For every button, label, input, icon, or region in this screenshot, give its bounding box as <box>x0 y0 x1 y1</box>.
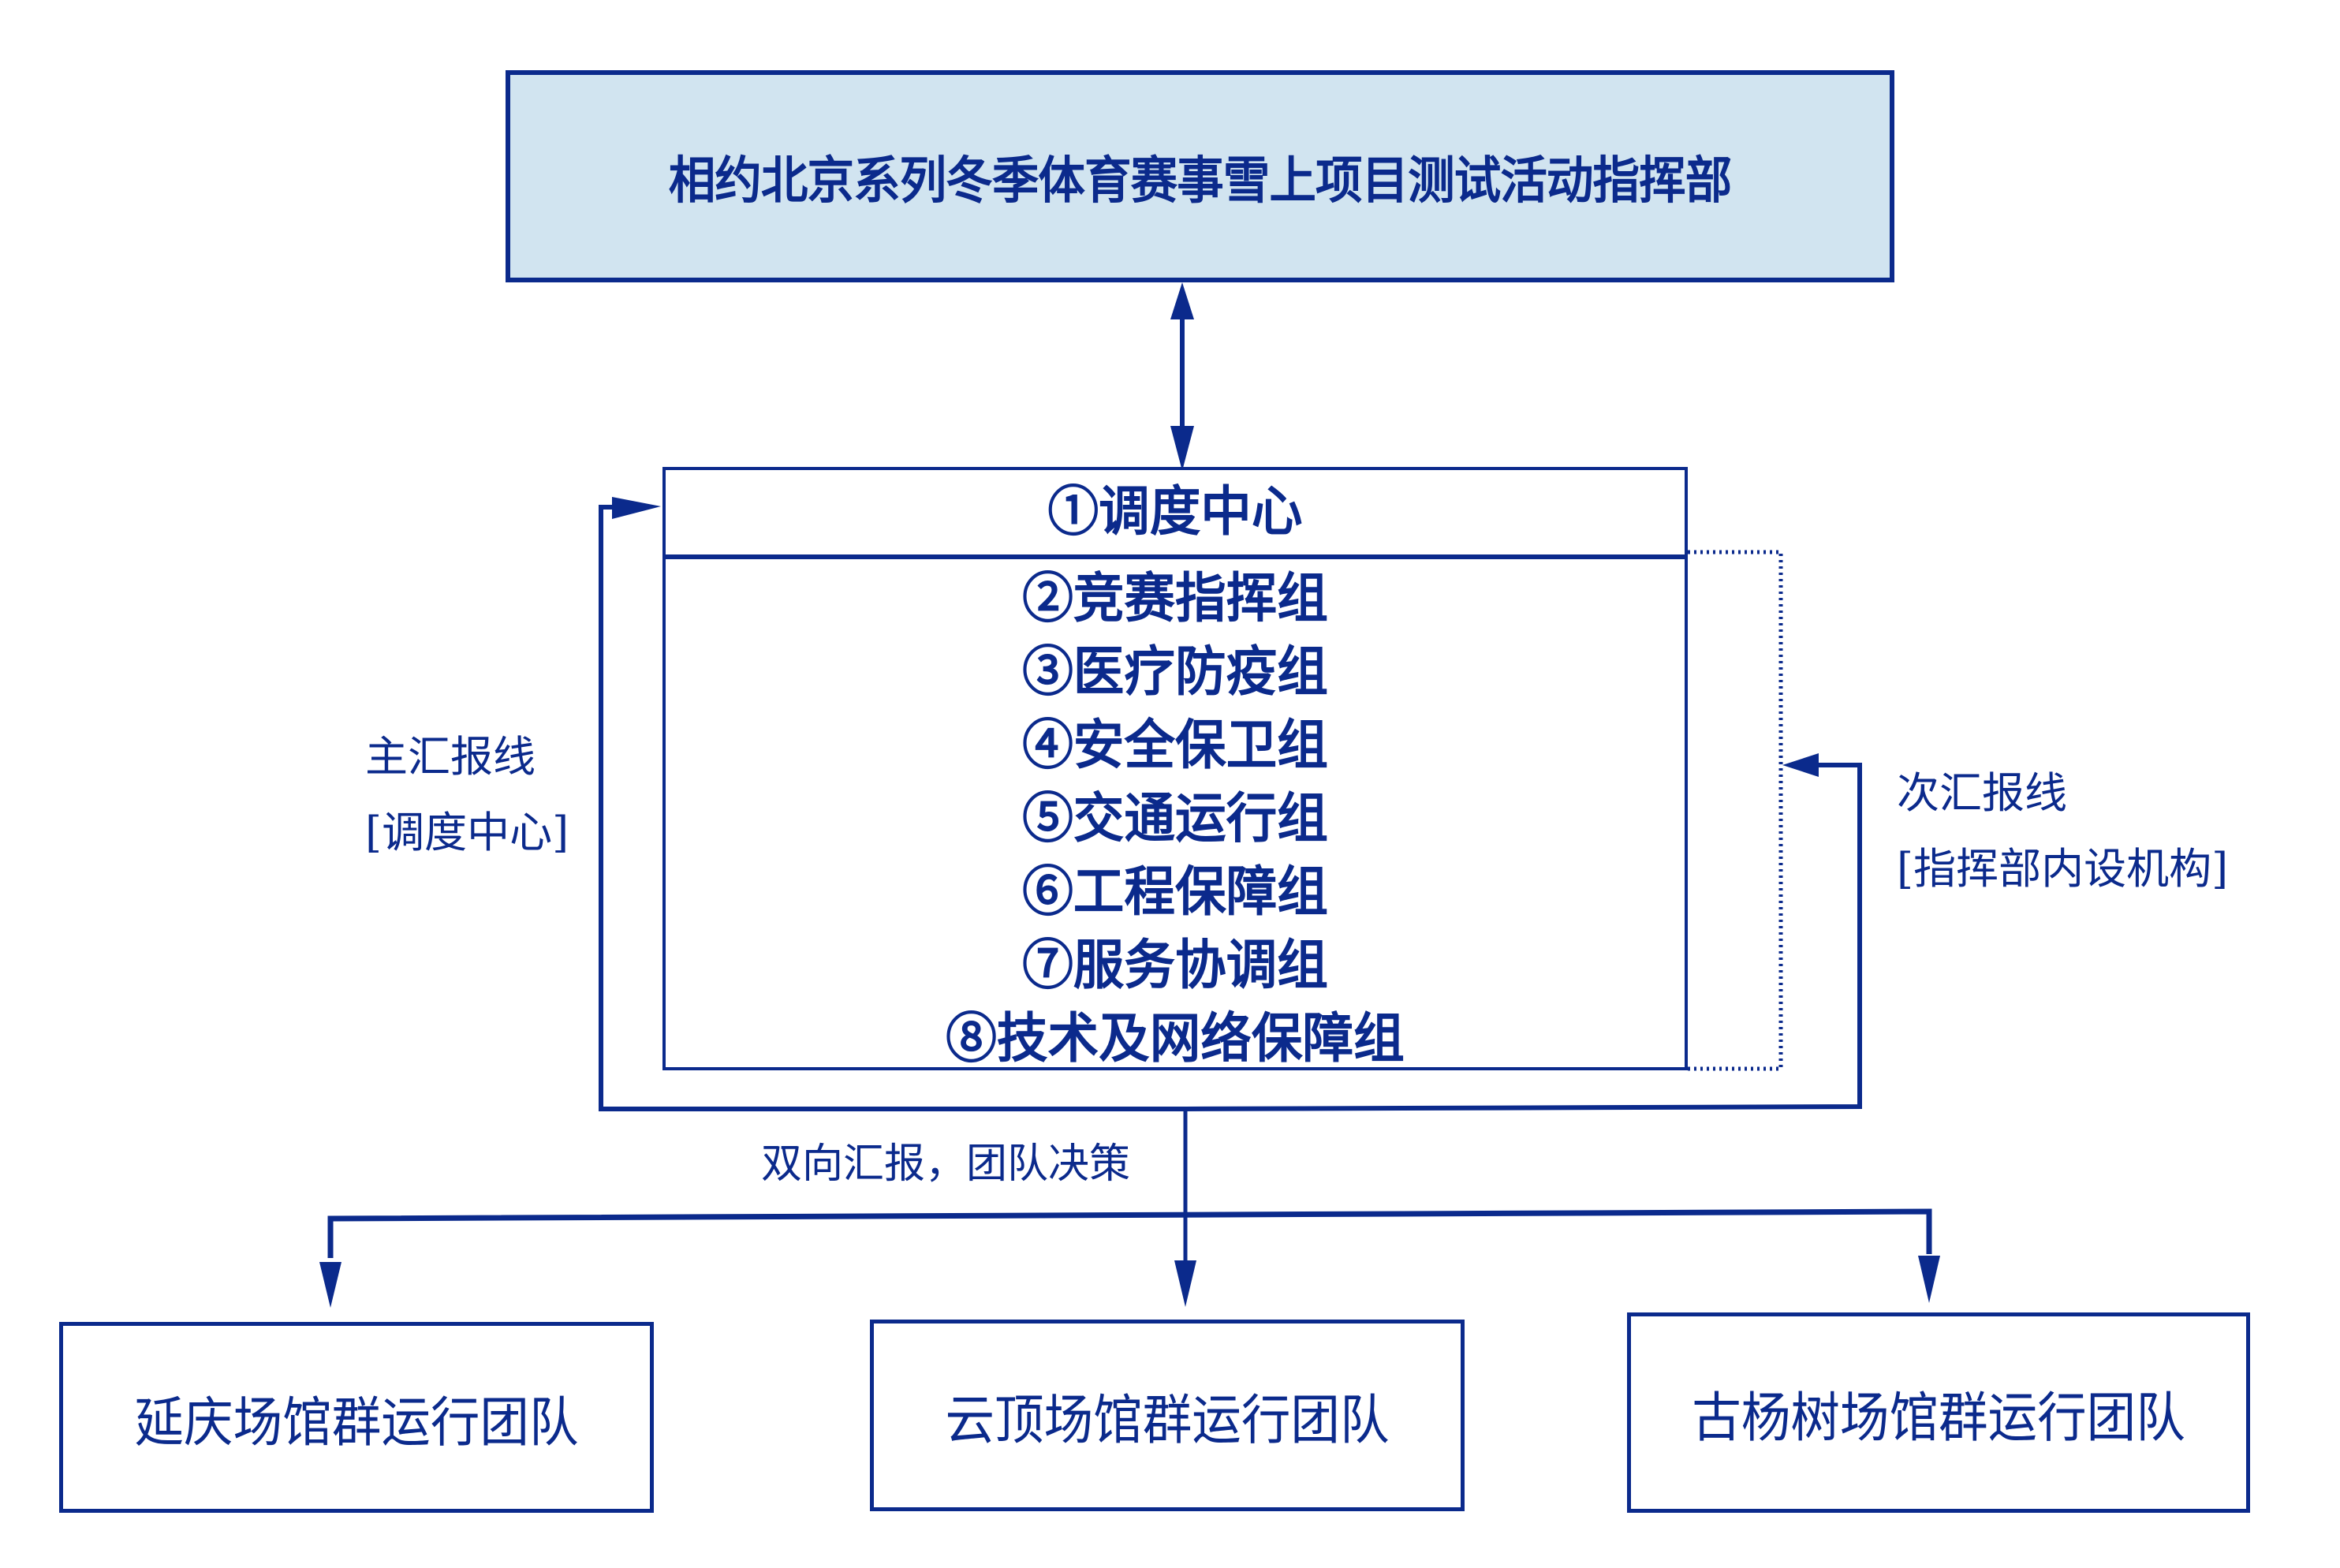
arrow-down-to-yanqing-icon <box>319 1262 341 1308</box>
arrow-left-to-groups-icon <box>1782 753 1819 777</box>
venue-team-guyangshu-box: 古杨树场馆群运行团队 <box>1627 1312 2250 1513</box>
secondary-report-loop-line <box>1185 763 1862 1111</box>
venue-team-guyangshu-label: 古杨树场馆群运行团队 <box>1692 1387 2185 1450</box>
venue-team-yanqing-label: 延庆场馆群运行团队 <box>134 1391 579 1454</box>
headquarters-title: 相约北京系列冬季体育赛事雪上项目测试活动指挥部 <box>668 151 1733 211</box>
group-item: ⑤交通运行组 <box>1022 787 1328 850</box>
arrow-down-to-yunding-icon <box>1174 1260 1196 1307</box>
main-report-line-label: 主汇报线 [调度中心] <box>365 719 569 871</box>
bidirectional-report-label: 双向汇报，团队决策 <box>761 1141 1131 1188</box>
arrow-down-to-guyangshu-icon <box>1918 1256 1940 1303</box>
dispatch-center-header: ①调度中心 <box>666 470 1685 559</box>
headquarters-box: 相约北京系列冬季体育赛事雪上项目测试活动指挥部 <box>506 70 1894 282</box>
group-item: ④安全保卫组 <box>1022 714 1328 777</box>
venue-branch-line <box>327 1208 1932 1258</box>
group-item: ⑥工程保障组 <box>1022 861 1328 924</box>
group-item: ②竞赛指挥组 <box>1022 567 1328 630</box>
venue-team-yanqing-box: 延庆场馆群运行团队 <box>59 1322 654 1513</box>
main-report-line-note: [调度中心] <box>365 808 569 857</box>
arrow-up-to-hq-icon <box>1170 282 1194 319</box>
secondary-report-line-label: 次汇报线 [指挥部内设机构] <box>1897 756 2228 907</box>
group-list: ②竞赛指挥组 ③医疗防疫组 ④安全保卫组 ⑤交通运行组 ⑥工程保障组 ⑦服务协调… <box>666 559 1685 1070</box>
command-center-box: ①调度中心 ②竞赛指挥组 ③医疗防疫组 ④安全保卫组 ⑤交通运行组 ⑥工程保障组… <box>662 467 1688 1070</box>
venue-team-yunding-label: 云顶场馆群运行团队 <box>945 1390 1390 1452</box>
venue-team-yunding-box: 云顶场馆群运行团队 <box>870 1320 1465 1511</box>
secondary-report-line-note: [指挥部内设机构] <box>1897 844 2229 894</box>
secondary-dotted-bracket <box>1688 550 1783 1071</box>
arrow-down-to-center-icon <box>1170 426 1194 471</box>
group-item: ③医疗防疫组 <box>1022 640 1328 704</box>
dispatch-center-label: ①调度中心 <box>1047 480 1303 543</box>
group-item: ⑧技术及网络保障组 <box>946 1007 1405 1070</box>
secondary-report-line-title: 次汇报线 <box>1897 768 2067 818</box>
group-item: ⑦服务协调组 <box>1022 934 1328 997</box>
arrow-right-to-dispatch-icon <box>612 497 661 519</box>
main-report-line-title: 主汇报线 <box>365 732 536 782</box>
